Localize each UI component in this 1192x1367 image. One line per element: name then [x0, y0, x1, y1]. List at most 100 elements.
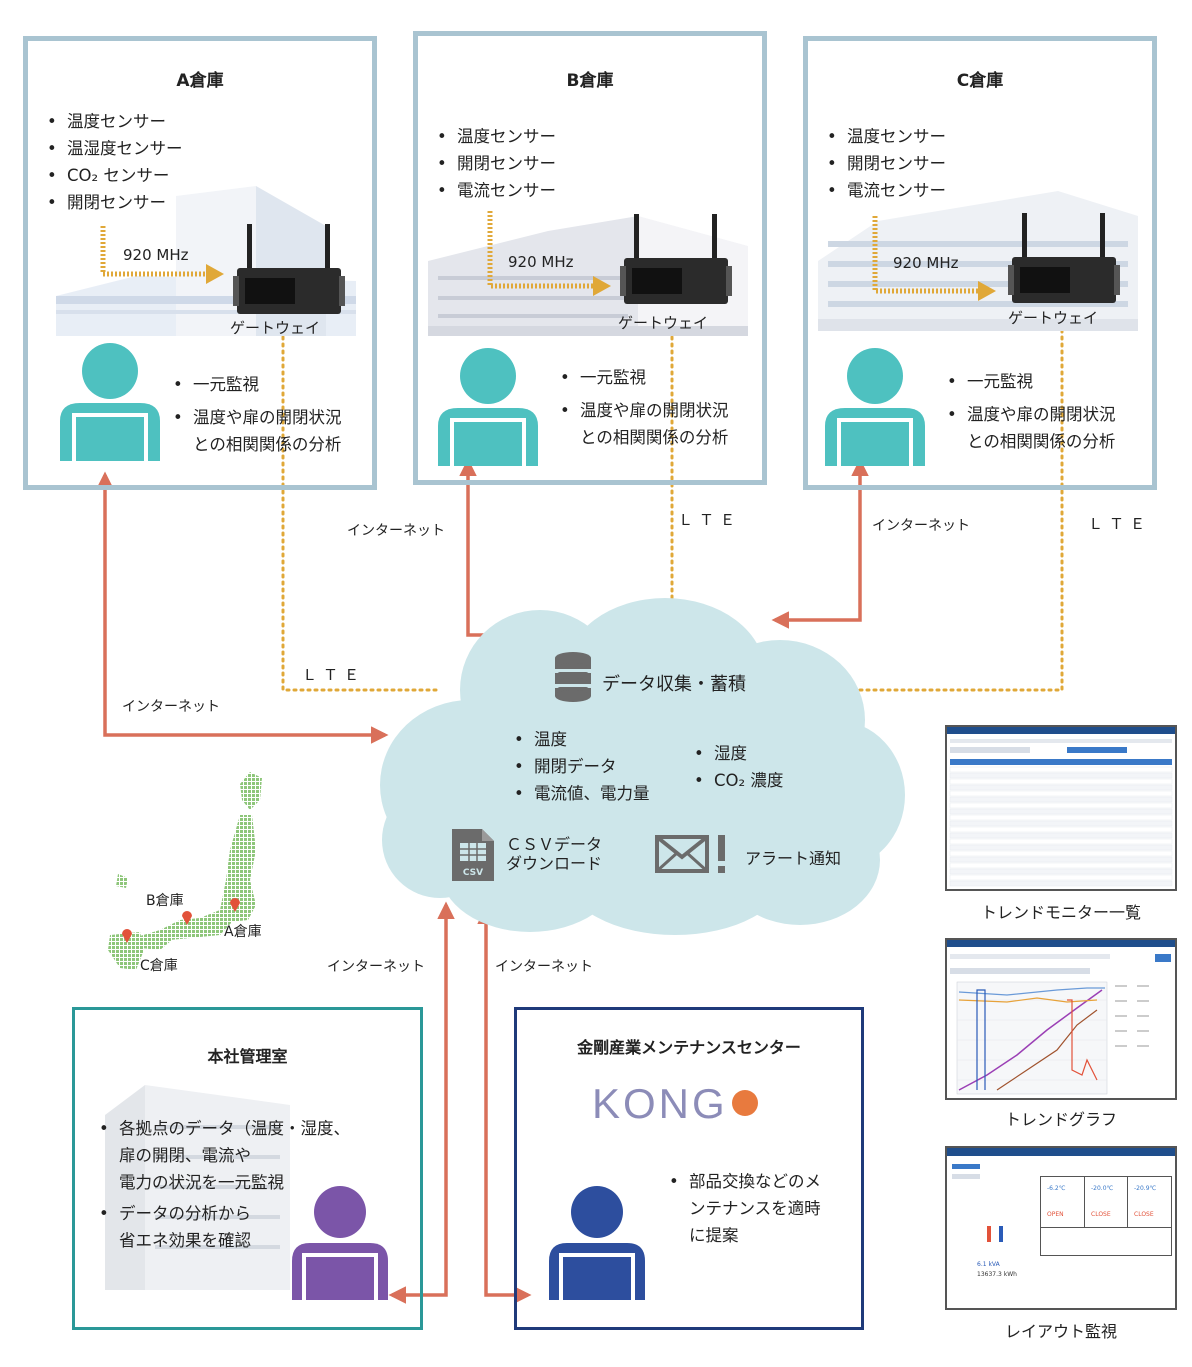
japan-map: [108, 772, 262, 970]
table-row: [949, 844, 1173, 851]
data-item: 湿度: [692, 740, 783, 767]
table-row: [949, 856, 1173, 863]
temp-readout: -20.9℃: [1134, 1185, 1157, 1192]
radio-arrow-icon: [100, 226, 224, 284]
cloud-data-list-right: 湿度 CO₂ 濃度: [692, 740, 783, 794]
door-status: CLOSE: [1134, 1211, 1154, 1218]
trend-monitor-caption: トレンドモニター一覧: [980, 903, 1141, 922]
hq-frame: 本社管理室 各拠点のデータ（温度・湿度、 扉の開閉、電流や 電力の状況を一元監視…: [72, 1007, 423, 1330]
feature-item: 温度や扉の開閉状況 との相関関係の分析: [171, 404, 342, 458]
table-row: [949, 802, 1173, 809]
data-item: 温度: [512, 726, 650, 753]
table-row: [949, 862, 1173, 869]
sensor-item: 開閉センサー: [825, 150, 946, 177]
hq-title: 本社管理室: [207, 1047, 288, 1066]
warehouse-c-frame: C倉庫 温度センサー 開閉センサー 電流センサー 920 MHz ゲートウェイ …: [803, 36, 1157, 490]
table-row: [949, 820, 1173, 827]
hq-item: 各拠点のデータ（温度・湿度、 扉の開閉、電流や 電力の状況を一元監視: [97, 1115, 350, 1196]
trend-graph-chart: [947, 940, 1175, 1095]
feature-item: 一元監視: [945, 368, 1116, 395]
csv-download-label: ＣＳＶデータ ダウンロード: [506, 835, 603, 873]
warehouse-b-sensor-list: 温度センサー 開閉センサー 電流センサー: [435, 123, 556, 204]
radio-arrow-icon: [872, 216, 996, 301]
internet-arrow-c: [771, 458, 869, 629]
gateway-label: ゲートウェイ: [230, 319, 321, 337]
trend-monitor-table: [947, 727, 1175, 887]
table-row: [949, 796, 1173, 803]
gateway-icon: [233, 224, 345, 314]
hq-list: 各拠点のデータ（温度・湿度、 扉の開閉、電流や 電力の状況を一元監視 データの分…: [97, 1115, 350, 1254]
temp-readout: -20.0℃: [1091, 1185, 1114, 1192]
data-item: 電流値、電力量: [512, 780, 650, 807]
map-label-b: B倉庫: [146, 893, 184, 909]
layout-floor-plan: -6.2℃ -20.0℃ -20.9℃ OPEN CLOSE CLOSE: [1040, 1176, 1172, 1256]
cloud-data-list-left: 温度 開閉データ 電流値、電力量: [512, 726, 650, 807]
frequency-label: 920 MHz: [508, 253, 574, 271]
sensor-item: 温湿度センサー: [45, 135, 183, 162]
kongo-logo-dot: [731, 1090, 758, 1116]
operator-icon: [825, 348, 925, 466]
cloud-shape: [380, 598, 905, 935]
csv-file-icon: CSV: [452, 829, 494, 881]
trend-graph-caption: トレンドグラフ: [1004, 1110, 1117, 1129]
gateway-label: ゲートウェイ: [1008, 309, 1099, 327]
sensor-item: 温度センサー: [435, 123, 556, 150]
sensor-item: 開閉センサー: [435, 150, 556, 177]
trend-graph-thumbnail: [945, 938, 1177, 1100]
current-meter: [999, 1226, 1003, 1242]
temp-readout: -6.2℃: [1047, 1185, 1066, 1192]
warehouse-c-title: C倉庫: [956, 71, 1004, 91]
layout-monitor-caption: レイアウト監視: [1004, 1322, 1117, 1341]
maintenance-frame: 金剛産業メンテナンスセンター KONG 部品交換などのメ ンテナンスを適時 に提…: [514, 1007, 864, 1330]
warehouse-a-feature-list: 一元監視 温度や扉の開閉状況 との相関関係の分析: [171, 371, 342, 458]
lte-label-a: ＬＴＥ: [302, 666, 366, 684]
sensor-item: 電流センサー: [825, 177, 946, 204]
sensor-item: CO₂ センサー: [45, 162, 183, 189]
database-icon: [555, 652, 591, 702]
frequency-label: 920 MHz: [893, 254, 959, 272]
table-row: [949, 826, 1173, 833]
table-row: [949, 874, 1173, 881]
hq-item: データの分析から 省エネ効果を確認: [97, 1200, 350, 1254]
sensor-item: 電流センサー: [435, 177, 556, 204]
data-item: CO₂ 濃度: [692, 767, 783, 794]
radio-arrow-icon: [487, 211, 611, 296]
alert-label: アラート通知: [745, 849, 842, 868]
feature-item: 温度や扉の開閉状況 との相関関係の分析: [945, 401, 1116, 455]
map-label-a: A倉庫: [224, 924, 262, 940]
layout-header-bar: [947, 1148, 1175, 1156]
csv-icon-text: CSV: [463, 868, 483, 878]
table-row: [949, 832, 1173, 839]
table-row: [949, 778, 1173, 785]
table-row: [949, 790, 1173, 797]
internet-label-a: インターネット: [122, 699, 220, 715]
table-row: [949, 850, 1173, 857]
warehouse-b-feature-list: 一元監視 温度や扉の開閉状況 との相関関係の分析: [558, 364, 729, 451]
internet-label-hq: インターネット: [327, 959, 425, 975]
feature-item: 一元監視: [171, 371, 342, 398]
feature-item: 一元監視: [558, 364, 729, 391]
operator-icon: [549, 1186, 645, 1300]
maintenance-title: 金剛産業メンテナンスセンター: [577, 1038, 801, 1057]
kongo-logo: KONG: [592, 1080, 758, 1130]
door-status: OPEN: [1047, 1211, 1064, 1218]
cloud-title: データ収集・蓄積: [602, 674, 746, 695]
current-meter: [987, 1226, 991, 1242]
warehouse-a-title: A倉庫: [176, 71, 224, 91]
table-row: [949, 838, 1173, 845]
warehouse-c-sensor-list: 温度センサー 開閉センサー 電流センサー: [825, 123, 946, 204]
operator-icon: [60, 343, 160, 461]
table-row: [949, 880, 1173, 887]
table-row: [949, 868, 1173, 875]
internet-label-b: インターネット: [347, 523, 445, 539]
layout-monitor-thumbnail: -6.2℃ -20.0℃ -20.9℃ OPEN CLOSE CLOSE 6.1…: [945, 1146, 1177, 1310]
layout-side-tab: [952, 1174, 980, 1179]
sensor-item: 温度センサー: [825, 123, 946, 150]
internet-label-c: インターネット: [872, 518, 970, 534]
lte-label-b: ＬＴＥ: [678, 511, 742, 529]
door-status: CLOSE: [1091, 1211, 1111, 1218]
gateway-icon: [620, 214, 732, 304]
data-item: 開閉データ: [512, 753, 650, 780]
warehouse-b-frame: B倉庫 温度センサー 開閉センサー 電流センサー 920 MHz ゲートウェイ …: [413, 31, 767, 485]
table-row: [949, 808, 1173, 815]
